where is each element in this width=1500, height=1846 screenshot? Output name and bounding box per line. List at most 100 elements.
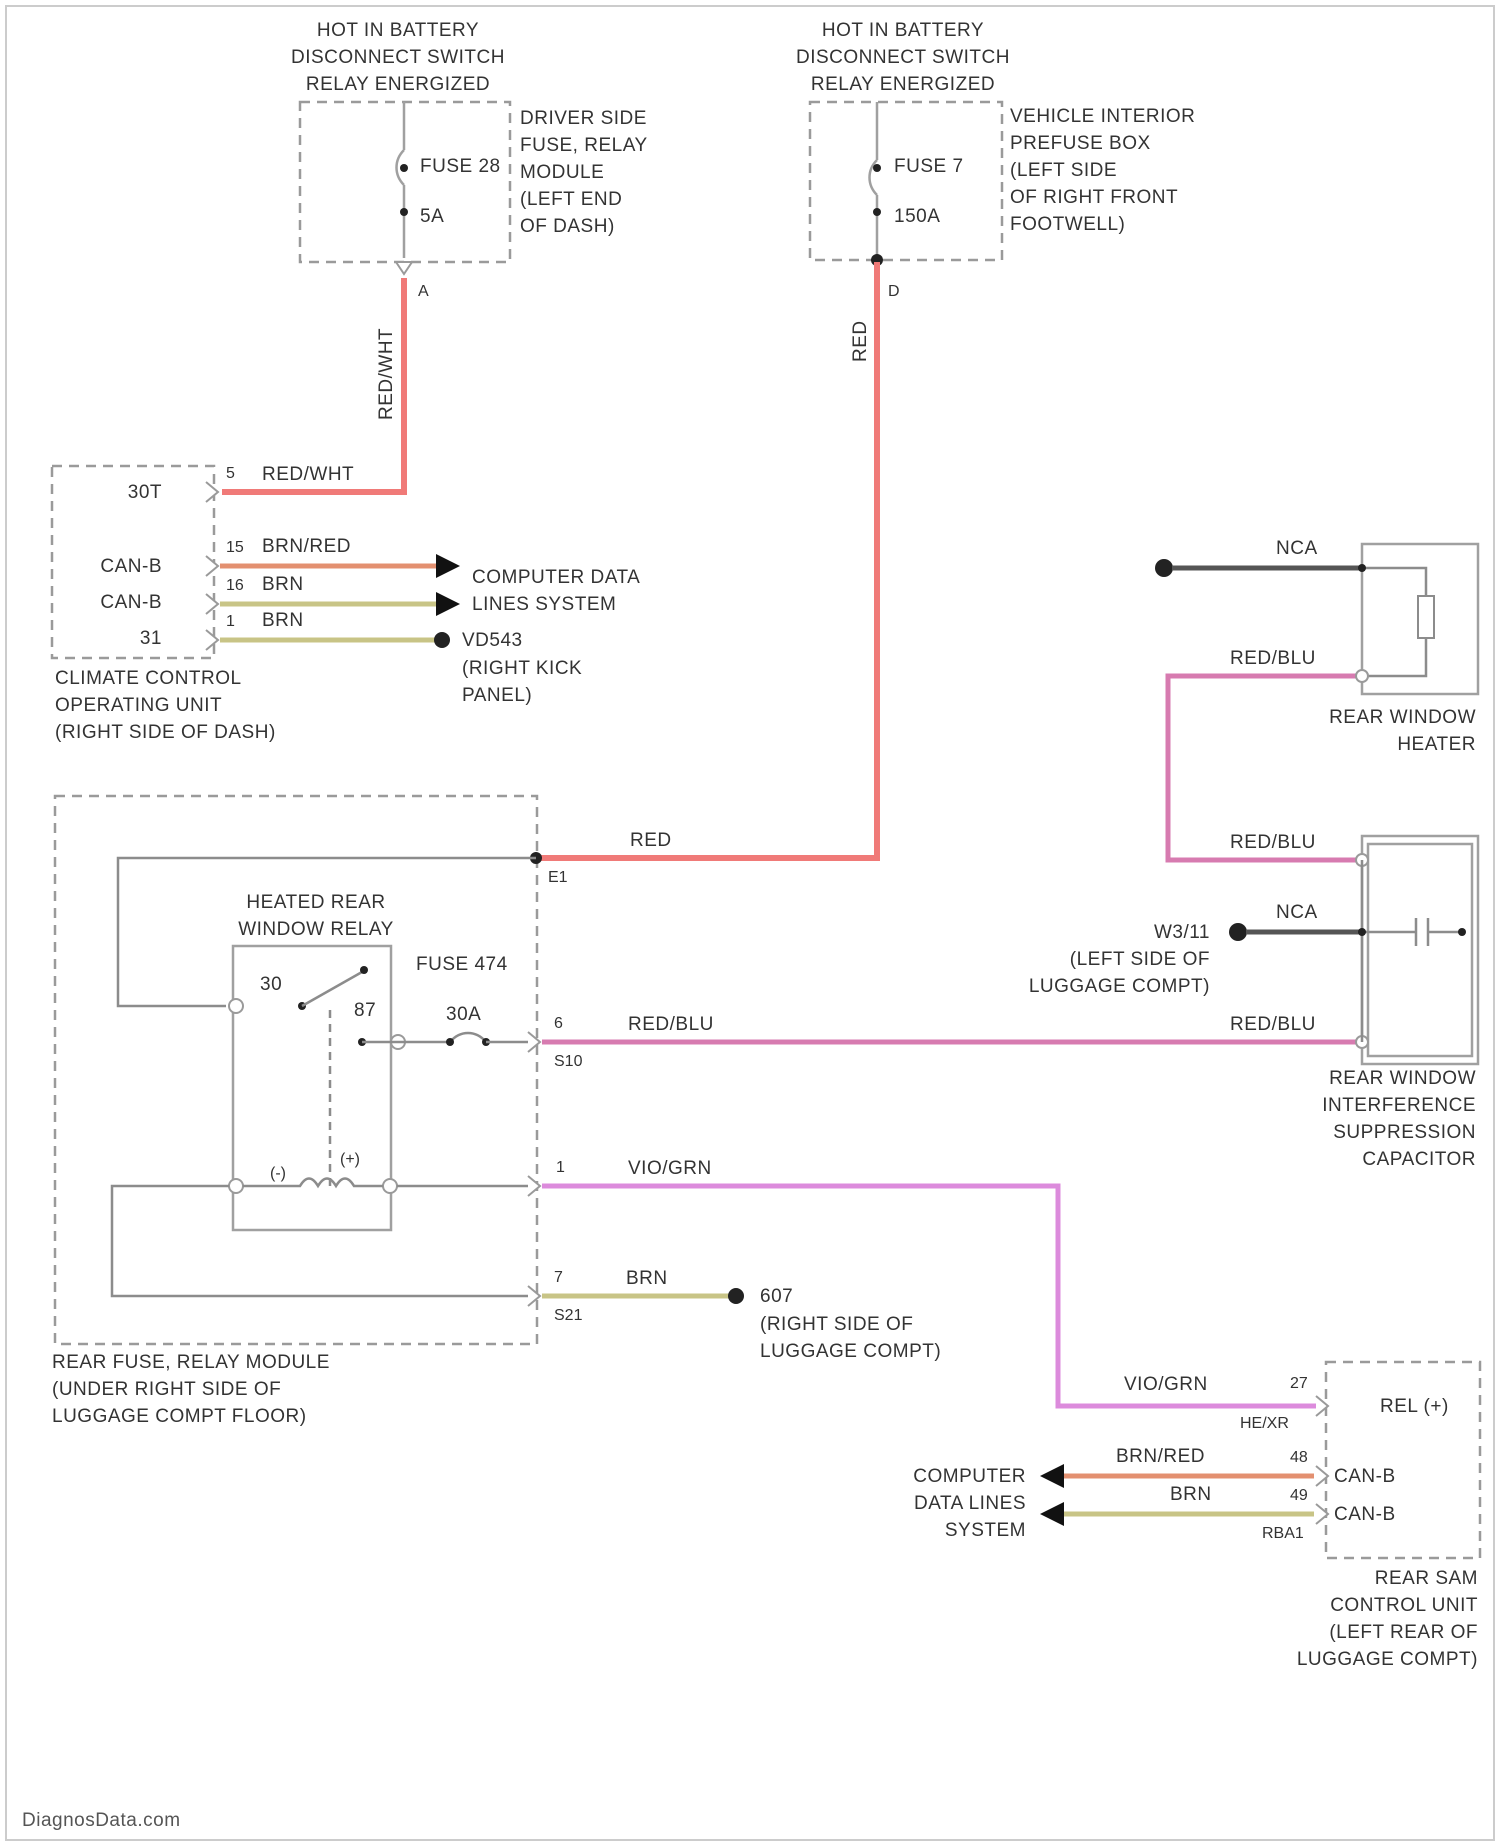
svg-text:HEATER: HEATER [1397, 734, 1476, 755]
wire-red-blu-label-cap-top: RED/BLU [1230, 832, 1316, 853]
fuse-7-rating: 150A [894, 206, 940, 227]
svg-text:DISCONNECT SWITCH: DISCONNECT SWITCH [796, 47, 1010, 68]
rear-sam-connector-rba1: RBA1 [1262, 1525, 1304, 1542]
rear-sam-rel: REL (+) [1380, 1396, 1449, 1417]
ground-vd543-icon [434, 632, 450, 648]
fuse-474-label: FUSE 474 [416, 954, 508, 975]
climate-connector-3 [206, 594, 218, 614]
climate-pin-num-15: 15 [226, 539, 244, 556]
relay-pin-30-connector [229, 999, 243, 1013]
heated-rear-window-relay [233, 946, 391, 1230]
svg-text:VEHICLE INTERIOR: VEHICLE INTERIOR [1010, 106, 1195, 127]
interior-prefuse-box-label: VEHICLE INTERIOR PREFUSE BOX (LEFT SIDE … [1010, 106, 1195, 235]
rear-pin-1: 1 [556, 1159, 565, 1176]
rear-sam-box [1326, 1362, 1480, 1558]
climate-pin-canb-1: CAN-B [100, 556, 162, 577]
svg-text:HOT IN BATTERY: HOT IN BATTERY [822, 20, 984, 41]
relay-coil-symbol [243, 1179, 383, 1187]
fuse-28-pin: A [418, 283, 429, 300]
heater-element-wire [1362, 568, 1426, 676]
rear-fuse-relay-module-box [55, 796, 537, 1344]
climate-pin-31: 31 [140, 628, 162, 649]
wire-red-blu-label-heater: RED/BLU [1230, 648, 1316, 669]
connector-s10: S10 [554, 1053, 583, 1070]
wire-red-blu-label-cap: RED/BLU [1230, 1014, 1316, 1035]
arrow-sam-data-2-icon [1040, 1502, 1064, 1526]
rear-sam-pin-27: 27 [1290, 1375, 1308, 1392]
hot-label-left: HOT IN BATTERY DISCONNECT SWITCH RELAY E… [291, 20, 505, 95]
rear-sam-can-1: CAN-B [1334, 1466, 1396, 1487]
rear-sam-data-lines-label: COMPUTER DATA LINES SYSTEM [913, 1466, 1026, 1541]
wire-red [536, 262, 877, 858]
svg-text:REAR WINDOW: REAR WINDOW [1329, 707, 1476, 728]
page-border [6, 6, 1494, 1840]
svg-text:CAPACITOR: CAPACITOR [1362, 1149, 1476, 1170]
svg-text:INTERFERENCE: INTERFERENCE [1322, 1095, 1476, 1116]
connector-a-symbol [396, 262, 412, 274]
relay-ground-wire [112, 1186, 530, 1296]
wire-nca-label-capacitor: NCA [1276, 902, 1318, 923]
svg-text:(LEFT END: (LEFT END [520, 189, 622, 210]
fuse-28-rating: 5A [420, 206, 444, 227]
wire-brnred-label-sam: BRN/RED [1116, 1446, 1205, 1467]
svg-text:SUPPRESSION: SUPPRESSION [1333, 1122, 1476, 1143]
rear-sam-can-2: CAN-B [1334, 1504, 1396, 1525]
svg-text:SYSTEM: SYSTEM [945, 1520, 1026, 1541]
wire-red-wht-label-h: RED/WHT [262, 464, 354, 485]
climate-pin-num-5: 5 [226, 465, 235, 482]
rear-fuse-relay-module-label: REAR FUSE, RELAY MODULE (UNDER RIGHT SID… [52, 1352, 330, 1427]
connector-s21: S21 [554, 1307, 583, 1324]
relay-pin-87: 87 [354, 1000, 376, 1021]
capacitor-end [1458, 928, 1466, 936]
svg-text:HEATED REAR: HEATED REAR [246, 892, 385, 913]
svg-text:(LEFT REAR OF: (LEFT REAR OF [1329, 1622, 1478, 1643]
relay-switch-tip [360, 966, 368, 974]
fuse-7-terminal [873, 164, 881, 172]
rear-sam-connector-can2 [1316, 1504, 1328, 1524]
relay-pin-30: 30 [260, 974, 282, 995]
climate-data-lines-label-2: LINES SYSTEM [472, 594, 616, 615]
ground-vd543-label: VD543 (RIGHT KICK PANEL) [462, 630, 582, 706]
arrow-sam-data-1-icon [1040, 1464, 1064, 1488]
hot-label-right: HOT IN BATTERY DISCONNECT SWITCH RELAY E… [796, 20, 1010, 95]
suppression-capacitor-inner [1368, 844, 1472, 1056]
capacitor-junction [1358, 928, 1366, 936]
climate-connector-2 [206, 556, 218, 576]
relay-pin-neg: (-) [270, 1165, 286, 1182]
rear-sam-pin-48: 48 [1290, 1449, 1308, 1466]
svg-text:CONTROL UNIT: CONTROL UNIT [1330, 1595, 1478, 1616]
climate-connector-1 [206, 482, 218, 502]
svg-text:OF RIGHT FRONT: OF RIGHT FRONT [1010, 187, 1178, 208]
svg-text:REAR SAM: REAR SAM [1375, 1568, 1478, 1589]
svg-text:(RIGHT SIDE OF: (RIGHT SIDE OF [760, 1314, 913, 1335]
capacitor-symbol [1362, 918, 1462, 946]
heater-ground-junction [1358, 564, 1366, 572]
wire-red-wht-label-v: RED/WHT [376, 328, 397, 420]
ground-w311-label: W3/11 (LEFT SIDE OF LUGGAGE COMPT) [1029, 922, 1210, 997]
svg-text:VD543: VD543 [462, 630, 523, 651]
svg-text:DISCONNECT SWITCH: DISCONNECT SWITCH [291, 47, 505, 68]
suppression-capacitor-box [1362, 836, 1478, 1064]
svg-text:LUGGAGE COMPT): LUGGAGE COMPT) [1297, 1649, 1478, 1670]
heater-ground-icon [1155, 559, 1173, 577]
rear-sam-label: REAR SAM CONTROL UNIT (LEFT REAR OF LUGG… [1297, 1568, 1478, 1670]
svg-text:FOOTWELL): FOOTWELL) [1010, 214, 1125, 235]
wire-brn-label-sam: BRN [1170, 1484, 1212, 1505]
svg-text:CLIMATE CONTROL: CLIMATE CONTROL [55, 668, 242, 689]
wire-brn-label-607: BRN [626, 1268, 668, 1289]
svg-text:(UNDER RIGHT SIDE OF: (UNDER RIGHT SIDE OF [52, 1379, 281, 1400]
svg-text:DRIVER SIDE: DRIVER SIDE [520, 108, 647, 129]
svg-text:MODULE: MODULE [520, 162, 604, 183]
svg-text:FUSE, RELAY: FUSE, RELAY [520, 135, 648, 156]
driver-fuse-module-label: DRIVER SIDE FUSE, RELAY MODULE (LEFT END… [520, 108, 648, 237]
svg-text:WINDOW RELAY: WINDOW RELAY [238, 919, 394, 940]
connector-e1: E1 [548, 869, 568, 886]
svg-text:REAR FUSE, RELAY MODULE: REAR FUSE, RELAY MODULE [52, 1352, 330, 1373]
fuse-28-terminal-b [400, 208, 408, 216]
svg-text:HOT IN BATTERY: HOT IN BATTERY [317, 20, 479, 41]
climate-control-label: CLIMATE CONTROL OPERATING UNIT (RIGHT SI… [55, 668, 276, 743]
fuse-474-rating: 30A [446, 1004, 481, 1025]
wire-brnred-label-climate: BRN/RED [262, 536, 351, 557]
climate-pin-num-16: 16 [226, 577, 244, 594]
